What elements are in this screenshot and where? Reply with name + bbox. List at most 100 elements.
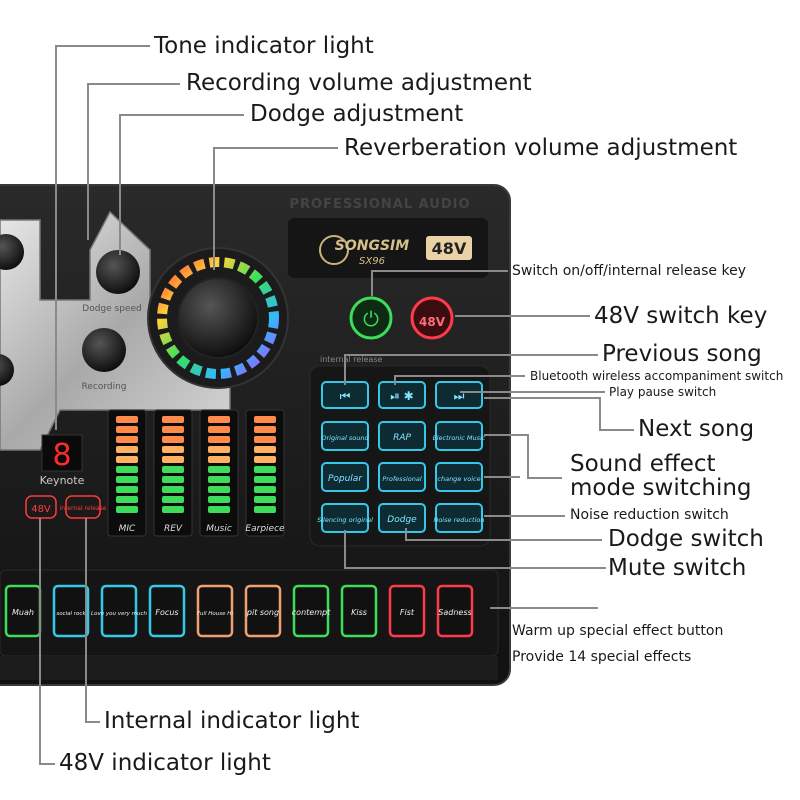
reverb-knob[interactable]: [177, 277, 259, 359]
effect-button[interactable]: [340, 584, 378, 638]
effect-button-label: Fist: [400, 608, 415, 617]
internal-release-button[interactable]: [65, 495, 101, 519]
callout-lines: [39, 45, 634, 765]
mode-button[interactable]: [321, 462, 369, 492]
vu-segment: [162, 426, 184, 433]
keynote-label: Keynote: [40, 474, 85, 487]
effect-button-label: Sadness: [438, 608, 471, 617]
vu-segment: [208, 496, 230, 503]
brand-name: SONGSIM: [335, 238, 409, 254]
vu-meters: MIC REV Music Earpiece: [107, 409, 285, 537]
transport-icon: ⏮: [340, 389, 351, 403]
vu-segment: [116, 446, 138, 453]
effect-button[interactable]: [148, 584, 186, 638]
callout-sound-effect-1: Sound effect: [570, 451, 716, 477]
mode-button[interactable]: [321, 421, 369, 451]
power-icon: ⏻: [363, 307, 379, 331]
mode-button-label: Silencing original: [317, 516, 373, 524]
effect-button[interactable]: [388, 584, 426, 638]
badge-48v-text: 48V: [432, 239, 467, 258]
transport-icon: ⏯ ✱: [390, 389, 413, 403]
callout-warm-up-2: Provide 14 special effects: [512, 649, 692, 665]
internal-release-strip: internal release: [320, 355, 382, 364]
mode-button-label: change voice: [437, 475, 480, 483]
mode-button[interactable]: [435, 503, 483, 533]
callout-reverb-volume: Reverberation volume adjustment: [344, 135, 738, 161]
internal-release-label: internal release: [60, 505, 107, 512]
effect-button-label: contempt: [292, 608, 331, 617]
mode-button-label: Electronic Music: [433, 434, 486, 442]
vu-meter-label: REV: [164, 524, 183, 534]
effect-button-label: social rock: [56, 611, 86, 617]
callout-warm-up-1: Warm up special effect button: [512, 623, 724, 639]
brand-logo-icon: [319, 235, 349, 265]
vu-segment: [254, 416, 276, 423]
effect-button-label: Full House Hi: [197, 611, 233, 617]
vu-segment: [116, 426, 138, 433]
callout-mute-switch: Mute switch: [608, 555, 747, 581]
vu-meter-label: Earpiece: [245, 524, 285, 534]
brand-model: SX96: [359, 256, 385, 267]
effect-button-label: Kiss: [351, 608, 367, 617]
vu-segment: [254, 496, 276, 503]
vu-segment: [162, 466, 184, 473]
vu-segment: [116, 476, 138, 483]
left-knob-top[interactable]: [0, 234, 24, 270]
mode-button[interactable]: [378, 421, 426, 451]
mode-button-label: Dodge: [387, 515, 417, 525]
vu-segment: [162, 436, 184, 443]
callout-previous-song: Previous song: [602, 341, 762, 367]
vu-segment: [208, 426, 230, 433]
mode-button[interactable]: [378, 503, 426, 533]
indicator-48v-label: 48V: [31, 504, 51, 515]
effect-button[interactable]: [436, 584, 474, 638]
vu-meter-label: Music: [206, 524, 232, 534]
transport-button[interactable]: [378, 381, 426, 409]
keynote-display: [41, 434, 83, 472]
callout-noise-reduction: Noise reduction switch: [570, 507, 729, 523]
vu-segment: [254, 466, 276, 473]
vu-segment: [208, 476, 230, 483]
dodge-speed-knob[interactable]: [96, 250, 140, 294]
vu-segment: [162, 446, 184, 453]
vu-segment: [162, 486, 184, 493]
vu-segment: [116, 496, 138, 503]
effect-button[interactable]: [244, 584, 282, 638]
effect-button-label: pit song: [246, 608, 279, 617]
transport-icon: ⏭: [454, 389, 465, 403]
vu-segment: [162, 496, 184, 503]
vu-segment: [162, 456, 184, 463]
mode-button-label: Original sound: [321, 434, 369, 442]
vu-meter-label: MIC: [119, 524, 136, 534]
vu-segment: [254, 446, 276, 453]
recording-knob[interactable]: [82, 328, 126, 372]
left-knob-bottom[interactable]: [0, 354, 14, 386]
transport-button[interactable]: [435, 381, 483, 409]
power-button[interactable]: [349, 296, 393, 340]
vu-segment: [254, 506, 276, 513]
vu-segment: [208, 486, 230, 493]
callout-next-song: Next song: [638, 416, 755, 442]
effect-button[interactable]: [196, 584, 234, 638]
knob-label-dodge: Dodge speed: [82, 304, 141, 314]
vu-segment: [116, 466, 138, 473]
effect-button[interactable]: [52, 584, 90, 638]
effect-button-label: Love you very much: [91, 611, 147, 617]
mode-button[interactable]: [378, 462, 426, 492]
vu-segment: [208, 446, 230, 453]
effect-button[interactable]: [100, 584, 138, 638]
power-48v-button[interactable]: [410, 296, 454, 340]
mode-button-label: Popular: [328, 474, 363, 484]
vu-segment: [208, 506, 230, 513]
mode-button[interactable]: [435, 462, 483, 492]
mode-button-label: Noise reduction: [433, 516, 484, 524]
vu-segment: [208, 456, 230, 463]
callout-bluetooth-switch: Bluetooth wireless accompaniment switch: [530, 369, 784, 383]
effect-button-label: Focus: [155, 608, 178, 617]
knob-label-recording: Recording: [81, 382, 126, 392]
mode-button[interactable]: [435, 421, 483, 451]
effect-button[interactable]: [292, 584, 330, 638]
badge-48v: [426, 236, 472, 260]
vu-segment: [254, 486, 276, 493]
